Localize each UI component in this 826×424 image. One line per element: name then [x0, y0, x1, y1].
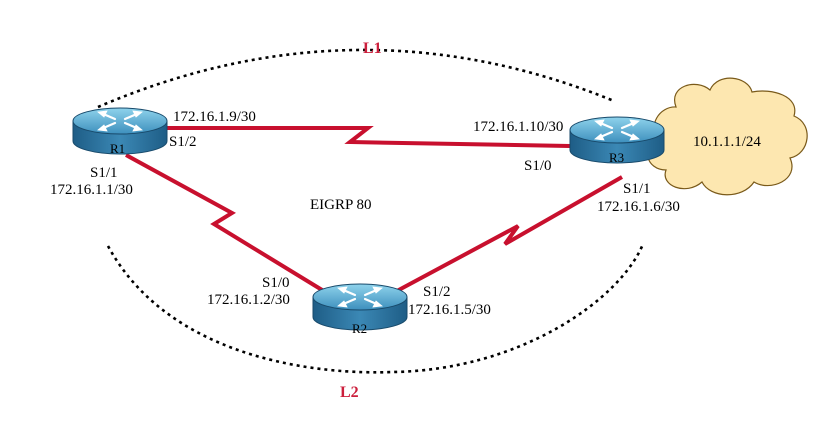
r3-s11-ip-label: 172.16.1.6/30: [597, 199, 680, 215]
area-l1-boundary: [97, 48, 615, 109]
cloud-network-label: 10.1.1.1/24: [693, 134, 761, 150]
network-cloud-icon: 10.1.1.1/24: [647, 77, 808, 196]
area-label-l2: L2: [340, 384, 359, 401]
r2-s10-label: S1/0: [262, 275, 290, 291]
protocol-label: EIGRP 80: [310, 197, 372, 213]
router-r2[interactable]: R2: [311, 282, 409, 336]
r1-s11-ip-label: 172.16.1.1/30: [50, 182, 133, 198]
r2-s12-ip-label: 172.16.1.5/30: [408, 302, 491, 318]
link-r2-r3: [394, 175, 623, 294]
r1-s12-label: S1/2: [169, 134, 197, 150]
router-r1[interactable]: R1: [71, 106, 169, 156]
router-label-r3: R3: [609, 150, 624, 165]
r1-s11-label: S1/1: [90, 165, 118, 181]
area-label-l1: L1: [363, 40, 382, 57]
router-label-r2: R2: [352, 321, 367, 336]
r2-s10-ip-label: 172.16.1.2/30: [207, 292, 290, 308]
r1-s12-ip-label: 172.16.1.9/30: [173, 109, 256, 125]
serial-link-icon: [125, 126, 623, 295]
r2-s12-label: S1/2: [423, 284, 451, 300]
router-label-r1: R1: [110, 141, 125, 156]
r3-s11-label: S1/1: [623, 181, 651, 197]
r3-s10-ip-label: 172.16.1.10/30: [473, 119, 563, 135]
link-r1-r2: [125, 153, 329, 295]
area-l2-boundary: [106, 243, 645, 374]
r3-s10-label: S1/0: [524, 158, 552, 174]
link-r1-r3: [160, 126, 571, 148]
router-r3[interactable]: R3: [568, 115, 666, 165]
